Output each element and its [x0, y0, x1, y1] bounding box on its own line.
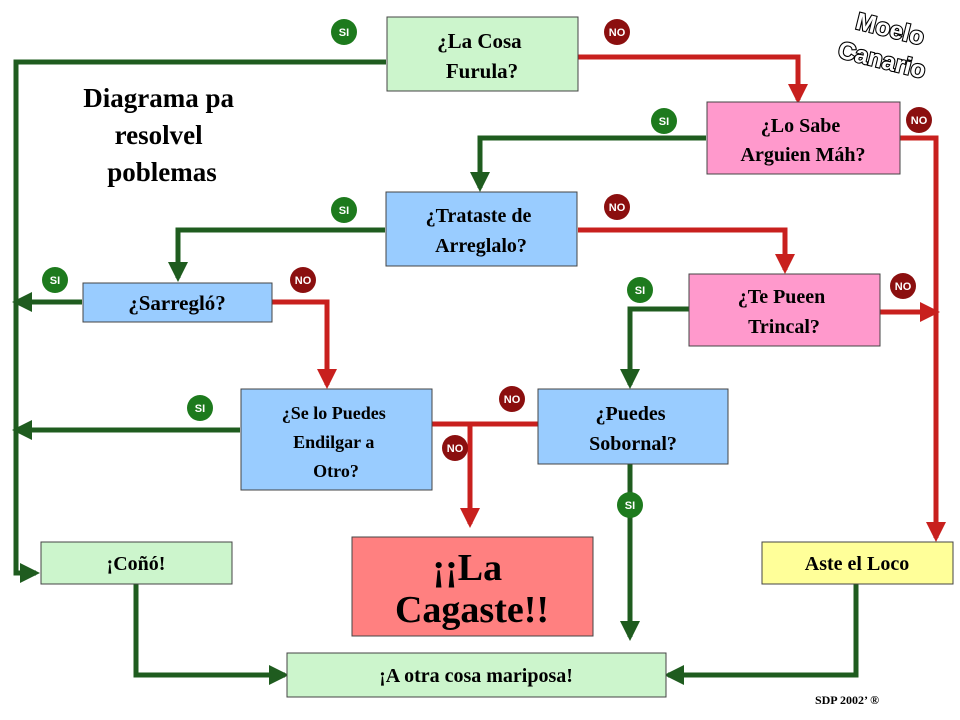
node-cagaste-label: ¡¡La Cagaste!! [395, 547, 549, 631]
node-trataste [385, 191, 578, 267]
no-badge: NO [604, 194, 630, 220]
node-mariposa-label: ¡A otra cosa mariposa! [379, 665, 573, 687]
si-badge: SI [627, 277, 653, 303]
svg-text:NO: NO [609, 27, 626, 39]
svg-text:SI: SI [625, 500, 635, 512]
node-trataste-label: ¿Trataste de Arreglalo? [426, 205, 537, 257]
svg-text:NO: NO [895, 281, 912, 293]
svg-text:SI: SI [659, 116, 669, 128]
node-loco [761, 541, 954, 585]
node-cono-label: ¡Coñó! [107, 553, 166, 575]
node-sarreglo-label: ¿Sarregló? [128, 291, 226, 315]
edge-sabe-no [900, 135, 946, 542]
si-badge: SI [617, 492, 643, 518]
node-trincal-label: ¿Te Pueen Trincal? [738, 286, 831, 338]
svg-text:NO: NO [295, 275, 312, 287]
no-badge: NO [906, 107, 932, 133]
svg-text:SI: SI [339, 205, 349, 217]
node-furula-label: ¿La Cosa Furula? [437, 29, 527, 83]
diagram-title: Diagrama pa resolvel poblemas [83, 83, 241, 187]
moelo-canario-badge: Moelo Canario [834, 7, 929, 86]
si-badge: SI [331, 197, 357, 223]
svg-text:SI: SI [339, 27, 349, 39]
edge-sabe-si [470, 135, 706, 192]
node-sabe-label: ¿Lo Sabe Arguien Máh? [741, 115, 866, 166]
node-sabe [706, 101, 901, 175]
si-badge: SI [651, 108, 677, 134]
no-badge: NO [442, 435, 468, 461]
svg-text:NO: NO [911, 115, 928, 127]
node-trincal [688, 273, 881, 347]
node-cagaste [351, 536, 594, 637]
svg-text:SI: SI [195, 403, 205, 415]
node-sobornal [537, 388, 729, 465]
node-cono [40, 541, 233, 585]
edge-trataste-si [168, 227, 385, 282]
si-badge: SI [331, 19, 357, 45]
edge-cono-mariposa [133, 584, 289, 685]
svg-text:SI: SI [635, 285, 645, 297]
node-endilgar-label: ¿Se lo Puedes Endilgar a Otro? [282, 403, 391, 481]
edge-trataste-no [578, 227, 795, 274]
si-badge: SI [187, 395, 213, 421]
svg-text:NO: NO [447, 443, 464, 455]
no-badge: NO [890, 273, 916, 299]
svg-text:SI: SI [50, 275, 60, 287]
svg-text:NO: NO [609, 202, 626, 214]
node-endilgar [240, 388, 433, 491]
no-badge: NO [604, 19, 630, 45]
edge-furula-si [13, 59, 386, 583]
node-furula [386, 16, 579, 92]
si-badge: SI [42, 267, 68, 293]
edge-loco-mariposa [664, 584, 859, 685]
node-sobornal-label: ¿Puedes Sobornal? [589, 403, 677, 455]
footer-credit: SDP 2002’ ® [815, 693, 879, 707]
edge-furula-no [578, 54, 808, 104]
svg-text:NO: NO [504, 394, 521, 406]
edge-trincal-si [620, 306, 689, 389]
no-badge: NO [290, 267, 316, 293]
node-sarreglo [82, 282, 273, 323]
no-badge: NO [499, 386, 525, 412]
node-mariposa [286, 652, 667, 698]
edge-sarreglo-no [272, 299, 337, 389]
node-loco-label: Aste el Loco [805, 553, 909, 575]
